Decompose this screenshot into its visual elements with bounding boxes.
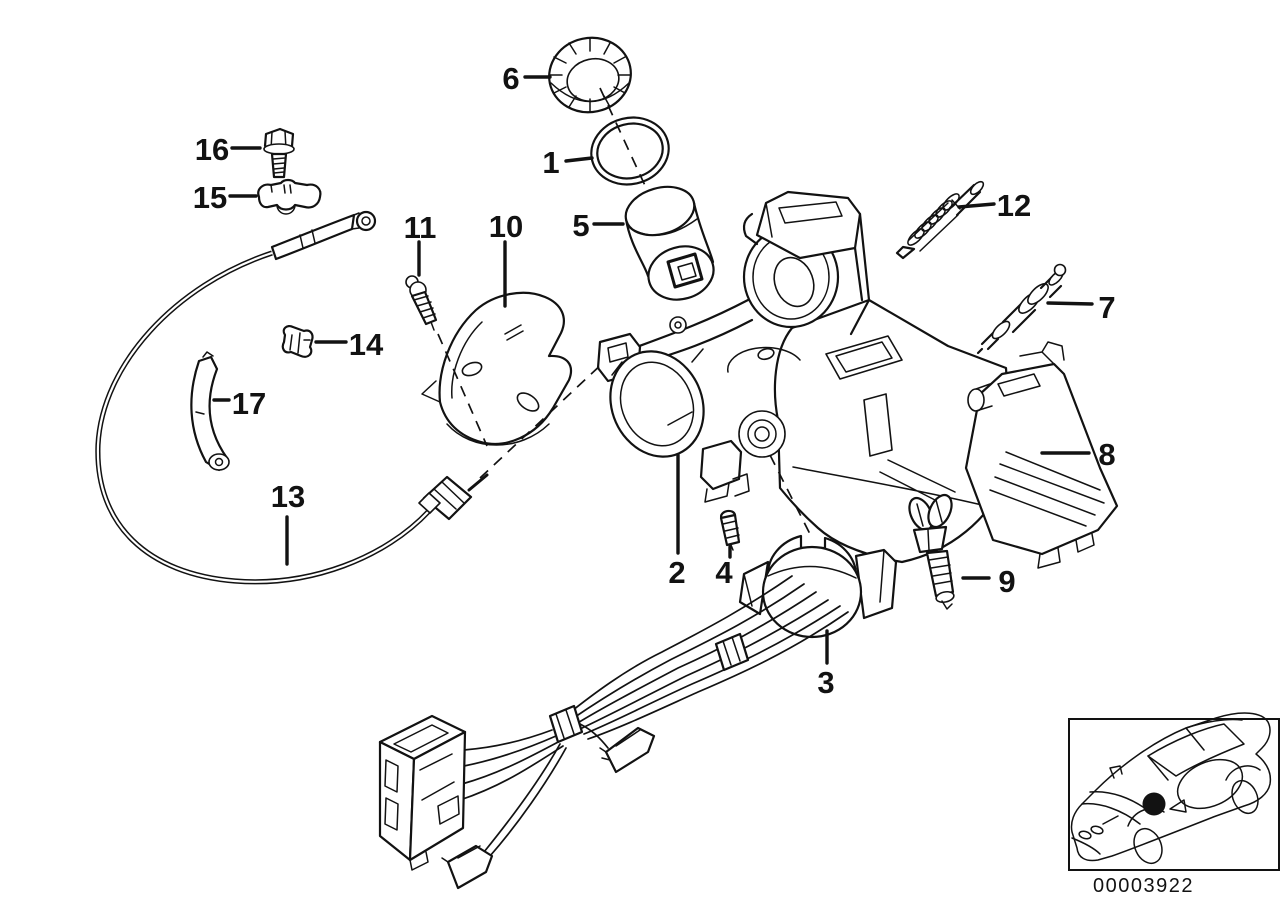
callout-label[interactable]: 4 <box>715 555 733 590</box>
callout-label[interactable]: 10 <box>489 209 523 244</box>
steering-column-cover <box>421 291 573 446</box>
cable-clamp <box>257 178 322 215</box>
callout-16[interactable]: 16 <box>195 132 262 167</box>
callout-14[interactable]: 14 <box>314 327 384 362</box>
cable-eyelet <box>355 210 377 232</box>
callout-4[interactable]: 4 <box>715 545 733 590</box>
cap-nut <box>548 36 632 114</box>
shear-bolt <box>895 180 985 260</box>
callout-label[interactable]: 12 <box>997 188 1031 223</box>
leader-line <box>1046 301 1094 306</box>
leader-line <box>957 202 996 209</box>
callout-label[interactable]: 6 <box>502 61 519 96</box>
location-dot <box>1142 792 1166 816</box>
callout-17[interactable]: 17 <box>212 386 266 421</box>
car-icon <box>1070 712 1272 865</box>
callout-label[interactable]: 11 <box>404 210 437 245</box>
car-location-inset: 00003922 <box>1068 712 1280 897</box>
support-bracket <box>964 341 1119 569</box>
ignition-contact-sensor <box>976 263 1067 355</box>
wiring-harness <box>459 575 849 857</box>
guide-strip <box>190 351 230 472</box>
callout-6[interactable]: 6 <box>502 61 552 96</box>
callout-7[interactable]: 7 <box>1046 290 1116 325</box>
ignition-switch <box>738 534 898 639</box>
callout-10[interactable]: 10 <box>489 209 523 308</box>
cover-screw <box>405 275 438 331</box>
callout-label[interactable]: 15 <box>193 180 227 215</box>
callout-8[interactable]: 8 <box>1040 437 1116 472</box>
callout-label[interactable]: 14 <box>349 327 384 362</box>
callout-9[interactable]: 9 <box>961 564 1016 599</box>
bowden-cable <box>95 210 489 585</box>
diagram-code: 00003922 <box>1093 875 1194 897</box>
callout-2[interactable]: 2 <box>668 453 686 590</box>
callout-label[interactable]: 9 <box>998 564 1015 599</box>
callout-label[interactable]: 13 <box>271 479 305 514</box>
steering-lock-housing <box>596 190 1014 564</box>
callout-5[interactable]: 5 <box>572 208 625 243</box>
harness-connector <box>378 714 467 871</box>
cable-end-fitting <box>422 475 473 521</box>
callout-label[interactable]: 7 <box>1098 290 1115 325</box>
small-screw <box>719 509 741 551</box>
lock-cylinder <box>624 185 715 301</box>
callout-12[interactable]: 12 <box>957 188 1031 223</box>
callout-1[interactable]: 1 <box>542 145 594 180</box>
callout-3[interactable]: 3 <box>817 629 835 700</box>
callout-15[interactable]: 15 <box>193 180 258 215</box>
callout-label[interactable]: 1 <box>542 145 559 180</box>
callout-label[interactable]: 5 <box>572 208 589 243</box>
callout-13[interactable]: 13 <box>271 479 305 566</box>
callout-label[interactable]: 16 <box>195 132 229 167</box>
flange-bolt <box>263 127 295 179</box>
o-ring <box>590 116 670 186</box>
assembly-axes <box>437 87 813 539</box>
callout-11[interactable]: 11 <box>404 210 437 277</box>
callout-label[interactable]: 17 <box>232 386 266 421</box>
callout-label[interactable]: 3 <box>817 665 834 700</box>
callout-label[interactable]: 2 <box>668 555 685 590</box>
callout-label[interactable]: 8 <box>1098 437 1115 472</box>
spade-terminals <box>441 726 656 890</box>
expansion-screw <box>908 493 955 610</box>
leader-line <box>564 156 594 163</box>
retaining-clip <box>281 325 314 358</box>
